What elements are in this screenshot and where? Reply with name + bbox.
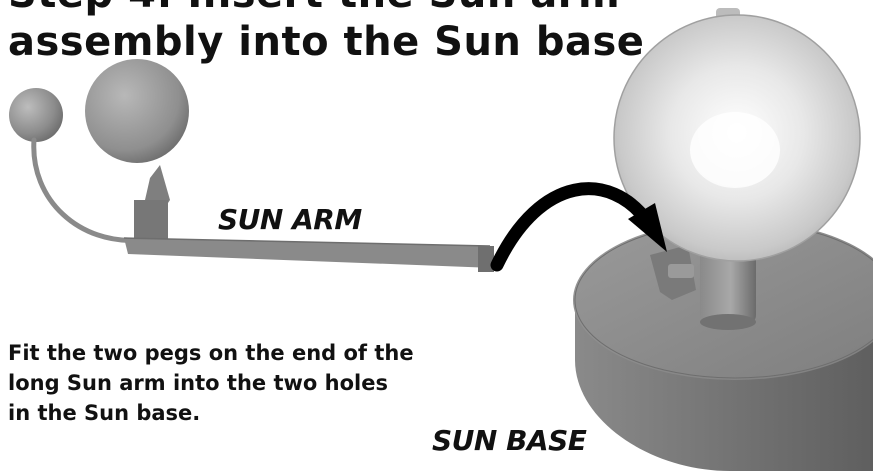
sun-arm-bar xyxy=(124,238,494,272)
sun-base-label: SUN BASE xyxy=(432,424,586,457)
instruction-line-1: Fit the two pegs on the end of the xyxy=(8,338,478,368)
instruction-text: Fit the two pegs on the end of the long … xyxy=(8,338,478,428)
pivot-block xyxy=(134,200,168,240)
title-line-2: assembly into the Sun base xyxy=(8,18,644,66)
instruction-line-2: long Sun arm into the two holes xyxy=(8,368,478,398)
moon-sphere xyxy=(9,88,63,142)
instruction-line-3: in the Sun base. xyxy=(8,398,478,428)
title-line-1: Step 4: Insert the Sun arm xyxy=(8,0,644,18)
earth-sphere xyxy=(85,59,189,163)
sun-arm-label: SUN ARM xyxy=(218,203,362,236)
page-title: Step 4: Insert the Sun arm assembly into… xyxy=(8,0,644,66)
